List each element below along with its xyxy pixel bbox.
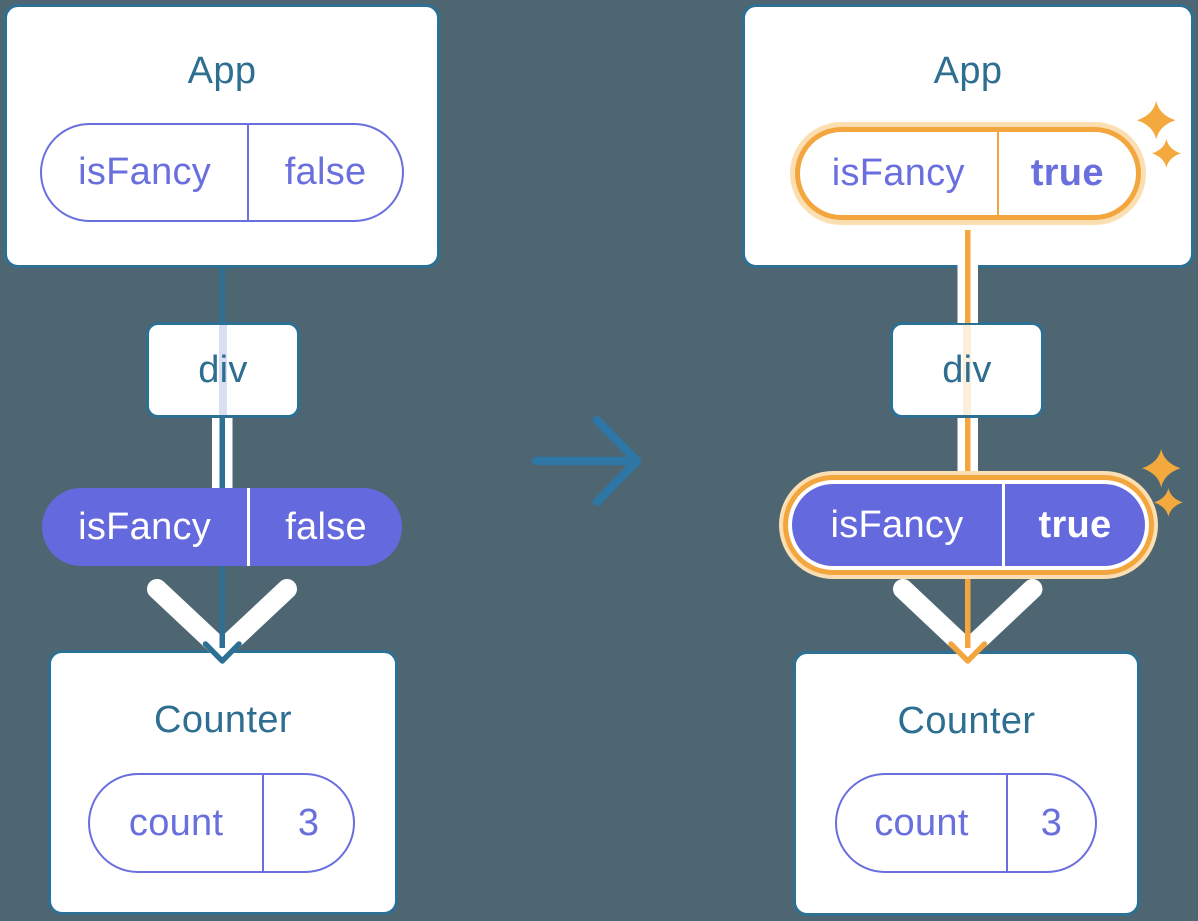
div-label-after: div — [942, 348, 992, 391]
connector-div-to-prop-before — [212, 414, 233, 492]
div-card-after: div — [890, 322, 1044, 418]
state-pill-isfancy-after-highlighted: isFancy true — [795, 127, 1141, 220]
prop-label: isFancy — [78, 505, 212, 548]
app-title-before: App — [187, 50, 257, 92]
state-pill-count-after: count 3 — [835, 773, 1097, 873]
state-label: isFancy — [831, 152, 965, 194]
state-label: count — [128, 801, 224, 844]
prop-line-through-div — [219, 325, 227, 415]
counter-title-before: Counter — [154, 699, 292, 741]
prop-line-through-div — [963, 325, 971, 415]
state-value: 3 — [1005, 775, 1095, 871]
state-label: count — [874, 801, 969, 844]
connector-div-to-prop-after — [957, 414, 978, 492]
state-value: false — [247, 125, 402, 220]
state-value: 3 — [262, 775, 353, 871]
state-pill-isfancy-before: isFancy false — [40, 123, 404, 222]
app-title-after: App — [933, 50, 1003, 92]
prop-label: isFancy — [830, 503, 964, 546]
div-label-before: div — [198, 348, 248, 391]
state-pill-count-before: count 3 — [88, 773, 355, 873]
state-label: isFancy — [78, 151, 212, 193]
prop-pill-isfancy-before: isFancy false — [42, 488, 402, 566]
prop-value: true — [1002, 484, 1145, 566]
state-value: true — [996, 132, 1136, 215]
counter-title-after: Counter — [897, 700, 1036, 742]
connector-app-to-div-before — [219, 260, 225, 326]
div-card-before: div — [146, 322, 300, 418]
prop-pill-isfancy-after-highlighted: isFancy true — [792, 484, 1145, 566]
prop-value: false — [247, 488, 402, 566]
